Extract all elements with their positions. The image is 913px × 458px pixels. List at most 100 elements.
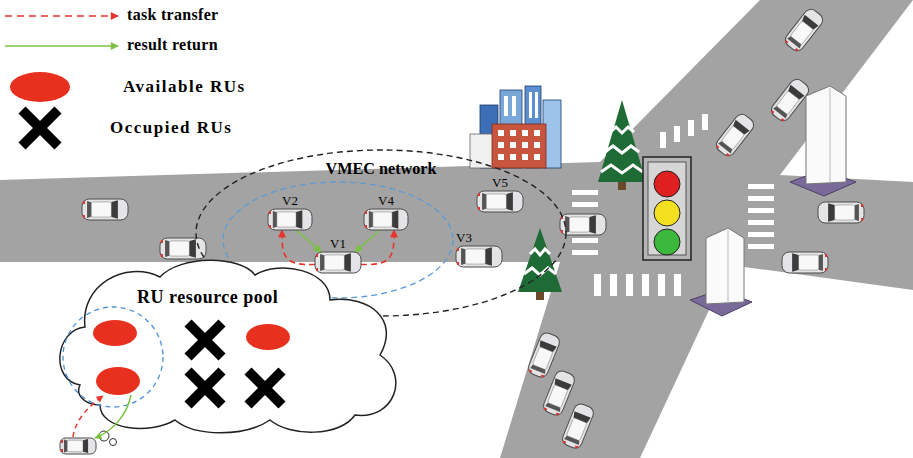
line-part bbox=[248, 371, 282, 405]
rect-part bbox=[478, 207, 480, 210]
resource-pool-cloud: RU resource pool bbox=[55, 255, 400, 433]
rect-part bbox=[648, 162, 686, 255]
rect-part bbox=[492, 124, 546, 168]
polyline-part bbox=[524, 268, 556, 275]
rect-part bbox=[522, 142, 528, 148]
rect-part bbox=[535, 92, 538, 118]
path-part bbox=[538, 340, 557, 352]
rect-part bbox=[268, 209, 312, 230]
rect-part bbox=[365, 211, 367, 214]
region-label: VMEC network bbox=[195, 159, 567, 180]
rect-part bbox=[504, 96, 508, 116]
rect-part bbox=[373, 212, 392, 227]
circle-part bbox=[63, 307, 163, 407]
rect-part bbox=[67, 440, 83, 452]
path-part bbox=[801, 15, 819, 31]
rect-part bbox=[161, 254, 163, 257]
path-part bbox=[95, 395, 131, 438]
rect-part bbox=[726, 153, 730, 156]
path-part bbox=[73, 396, 103, 437]
path-part bbox=[273, 211, 277, 228]
rect-part bbox=[769, 77, 812, 124]
path-part bbox=[572, 411, 591, 423]
line-part bbox=[248, 371, 282, 405]
ellipse-part bbox=[96, 367, 140, 395]
path-part bbox=[855, 204, 859, 221]
rect-part bbox=[781, 118, 785, 121]
path-part bbox=[792, 253, 798, 271]
rect-part bbox=[572, 250, 598, 255]
car bbox=[714, 112, 757, 159]
task-transfer-arrow bbox=[282, 230, 315, 265]
line-part bbox=[188, 371, 222, 405]
rect-part bbox=[783, 7, 826, 54]
ellipse-part bbox=[10, 72, 70, 102]
path-part bbox=[553, 378, 572, 390]
legend-sample bbox=[10, 72, 70, 102]
path-part bbox=[787, 35, 802, 48]
path-part bbox=[482, 193, 486, 210]
vehicles bbox=[60, 7, 864, 454]
car bbox=[560, 214, 606, 235]
rect-part bbox=[315, 252, 361, 273]
rect-part bbox=[510, 154, 516, 160]
rect-part bbox=[861, 218, 863, 221]
rect-part bbox=[714, 112, 757, 159]
legend-label: Occupied RUs bbox=[110, 117, 232, 138]
path-part bbox=[485, 247, 491, 265]
vehicle-node: V1 bbox=[315, 252, 361, 273]
rect-part bbox=[748, 196, 774, 201]
legend-sample bbox=[22, 110, 58, 146]
legend-label: result return bbox=[127, 35, 218, 55]
rect-part bbox=[825, 268, 827, 271]
rect-part bbox=[771, 110, 775, 113]
rect-part bbox=[572, 202, 598, 207]
rect-part bbox=[522, 130, 528, 136]
rect-part bbox=[91, 202, 111, 217]
rect-part bbox=[324, 255, 344, 270]
legend-label: Available RUs bbox=[123, 76, 246, 97]
rect-part bbox=[541, 374, 545, 377]
path-part bbox=[773, 105, 788, 118]
g-part bbox=[268, 209, 312, 230]
rect-part bbox=[522, 154, 528, 160]
g-part bbox=[498, 92, 540, 160]
rect-part bbox=[785, 40, 789, 43]
rect-part bbox=[643, 157, 691, 260]
legend-row: Occupied RUs bbox=[110, 117, 232, 138]
polygon-part bbox=[806, 86, 846, 184]
rect-part bbox=[658, 274, 665, 296]
legend-samples bbox=[5, 16, 118, 146]
signal-bubbles bbox=[99, 431, 117, 446]
rect-part bbox=[825, 254, 827, 257]
rect-part bbox=[498, 130, 504, 136]
rect-part bbox=[702, 114, 708, 130]
rect-part bbox=[169, 241, 189, 256]
cloud-outline bbox=[55, 255, 400, 433]
g-part bbox=[364, 209, 408, 230]
rect-part bbox=[748, 184, 774, 189]
rect-part bbox=[561, 230, 563, 233]
vehicle-label: V2 bbox=[268, 193, 312, 208]
path-part bbox=[787, 85, 805, 101]
rect-part bbox=[478, 193, 480, 196]
city-buildings bbox=[470, 86, 561, 168]
rect-part bbox=[674, 274, 681, 296]
rect-part bbox=[716, 145, 720, 148]
car bbox=[769, 77, 812, 124]
pool-label: RU resource pool bbox=[137, 287, 278, 308]
car bbox=[818, 202, 864, 223]
rect-part bbox=[510, 130, 516, 136]
rect-part bbox=[748, 220, 774, 225]
path-part bbox=[732, 120, 750, 136]
tree bbox=[518, 100, 646, 300]
line-part bbox=[728, 230, 729, 303]
rect-part bbox=[835, 205, 855, 220]
rect-part bbox=[818, 202, 864, 223]
rect-part bbox=[498, 142, 504, 148]
rect-part bbox=[594, 274, 601, 296]
polygon-part bbox=[706, 228, 744, 304]
car-outline bbox=[364, 209, 408, 230]
path-part bbox=[87, 201, 91, 218]
rect-part bbox=[470, 134, 495, 168]
